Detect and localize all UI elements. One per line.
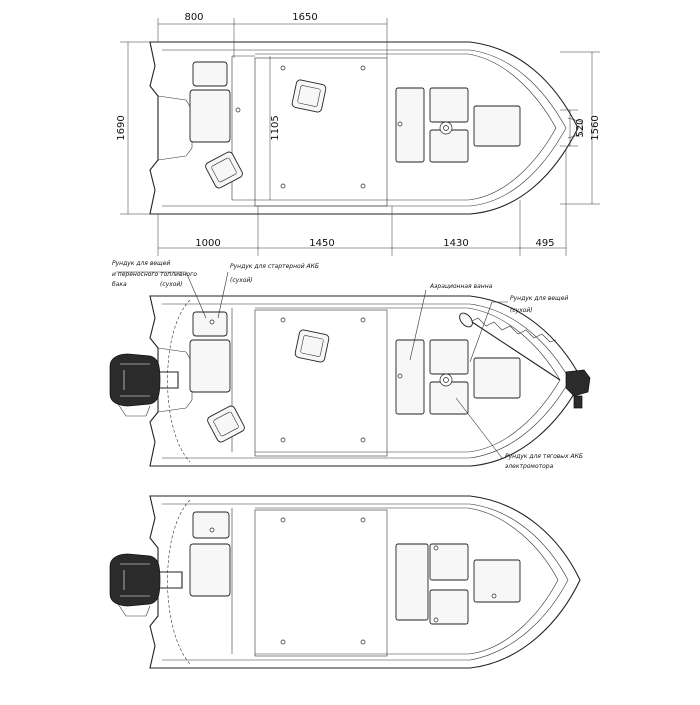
bow-hatch-front-mid — [473, 357, 521, 399]
annotation-locker-things-fuel-1: Рундук для вещей — [112, 260, 170, 267]
deck-fixing-points-top — [235, 65, 403, 189]
aeration-tank-top — [395, 87, 425, 163]
hull-outline-top — [149, 41, 579, 215]
annotation-locker-things-fuel-3: бака — [112, 281, 127, 288]
annotation-dry-3: (сухой) — [510, 307, 533, 314]
annotation-locker-things-fuel-2: и переносного топливного — [112, 271, 197, 278]
dim-1430: 1430 — [443, 238, 468, 249]
stern-hatch-small-bottom — [192, 511, 230, 539]
annotation-aeration-tank: Аэрационная ванна — [429, 283, 493, 290]
bow-hatch-upper-top — [429, 87, 469, 123]
dim-1650: 1650 — [292, 12, 317, 23]
annotation-leaders — [116, 271, 508, 459]
dimension-lines-top — [120, 18, 600, 256]
bow-hatch-front-bottom — [473, 559, 521, 603]
annotation-bow-locker: Рундук для вещей — [510, 295, 568, 302]
annotation-starter-battery-locker: Рундук для стартерной АКБ — [230, 263, 319, 270]
annotation-trolling-battery-locker-2: электромотора — [505, 463, 554, 470]
aeration-tank-bottom — [395, 543, 429, 621]
stern-hatch-large-mid — [189, 339, 231, 393]
annotation-dry-2: (сухой) — [230, 277, 253, 284]
bow-eye-top — [567, 117, 583, 139]
dim-1450: 1450 — [309, 238, 334, 249]
trolling-motor-mid — [459, 312, 591, 409]
bow-hatch-lower-mid — [429, 381, 469, 415]
bow-hatch-upper-bottom — [429, 543, 469, 581]
dim-1000: 1000 — [195, 238, 220, 249]
cockpit-floor-bottom — [254, 509, 388, 657]
outboard-motor-mid — [109, 353, 179, 417]
dim-495: 495 — [535, 238, 554, 249]
cockpit-floor-mid — [254, 309, 388, 457]
dim-800: 800 — [184, 12, 203, 23]
outboard-motor-bottom — [109, 553, 183, 617]
deck-fixing-points-mid — [209, 317, 403, 443]
hull-outline-mid — [149, 295, 583, 467]
bow-hatch-lower-top — [429, 129, 469, 163]
annotation-dry-1: (сухой) — [160, 281, 183, 288]
bow-hatch-lower-bottom — [429, 589, 469, 625]
dim-1105: 1105 — [270, 115, 281, 140]
stern-hatch-large-top — [189, 89, 231, 143]
plan-view-annotated: Рундук для вещей и переносного топливног… — [109, 260, 591, 470]
stern-hatch-small-top — [192, 61, 228, 87]
transom-well-mid — [157, 347, 193, 413]
seat-center-top — [291, 79, 327, 113]
plan-view-plain — [109, 495, 581, 669]
annotation-trolling-battery-locker-1: Рундук для тяговых АКБ — [505, 453, 583, 460]
deck-fixing-points-bottom — [209, 517, 497, 645]
hull-gunwale-line-top — [255, 53, 557, 201]
plan-view-dimensions: 800 1650 1690 1105 520 1560 1000 1450 14… — [116, 12, 601, 256]
dim-1690: 1690 — [116, 115, 127, 140]
hull-inner-line-bottom — [162, 503, 569, 661]
seat-stern-mid — [207, 405, 245, 443]
motor-sweep-mid — [167, 299, 191, 463]
hull-inner-line-top — [162, 49, 567, 207]
transom-well-top — [157, 95, 193, 161]
motor-sweep-bottom — [167, 499, 191, 665]
bow-hatch-upper-mid — [429, 339, 469, 375]
dim-1560: 1560 — [590, 115, 601, 140]
aeration-tank-mid — [395, 339, 425, 415]
hull-gunwale-line-bottom — [255, 507, 559, 655]
dim-520: 520 — [575, 118, 586, 137]
stern-hatch-large-bottom — [189, 543, 231, 597]
seat-stern-top — [205, 151, 243, 189]
seat-center-mid — [294, 329, 330, 363]
bow-hatch-front-top — [473, 105, 521, 147]
hull-outline-bottom — [149, 495, 581, 669]
cockpit-floor-top — [254, 57, 388, 207]
stern-hatch-small-mid — [192, 311, 228, 337]
